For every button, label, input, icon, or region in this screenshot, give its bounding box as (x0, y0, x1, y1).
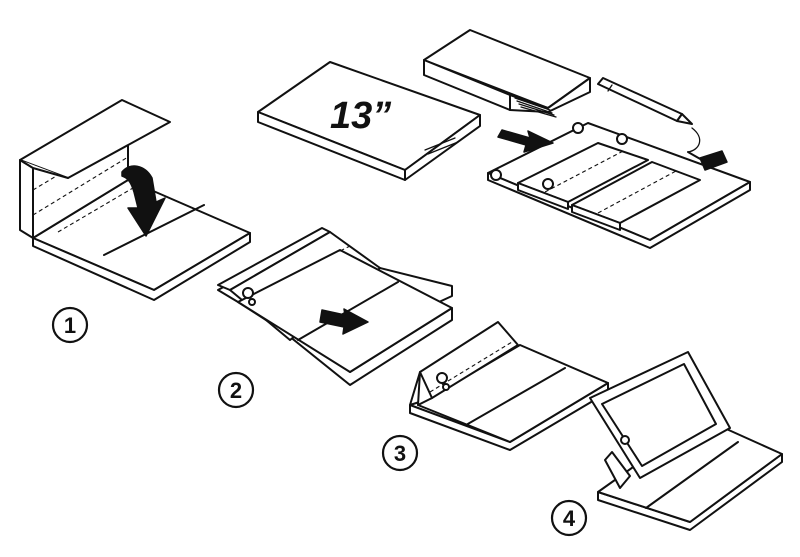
laptop: 13” (257, 61, 481, 181)
step-1-illustration (19, 99, 251, 301)
magnet-hole-icon (616, 133, 628, 145)
laptop-size-label: 13” (330, 95, 391, 137)
step-number: 3 (394, 441, 406, 466)
arrow-right-icon (497, 129, 554, 153)
strap-knob (699, 150, 728, 171)
step-number: 4 (563, 506, 576, 531)
step-3-illustration (409, 321, 609, 451)
step-badge-1: 1 (51, 306, 89, 344)
step-badge-2: 2 (217, 371, 255, 409)
step-number: 1 (64, 313, 76, 338)
home-button-icon (620, 435, 630, 445)
step-4-illustration (589, 351, 783, 531)
magnet-hole-icon (542, 178, 554, 190)
magnet-icon (436, 372, 450, 391)
book (423, 29, 591, 118)
arrow-right-icon (319, 308, 369, 335)
step-badge-3: 3 (381, 434, 419, 472)
stylus (597, 77, 693, 125)
magnet-hole-icon (572, 122, 584, 134)
magnet-hole-icon (490, 169, 502, 181)
flat-case-sheet (487, 122, 751, 249)
magnet-icon (242, 287, 256, 306)
step-badge-4: 4 (550, 499, 588, 537)
step-2-illustration (217, 227, 453, 386)
curved-arrow-down-icon (121, 165, 166, 237)
step-number: 2 (230, 378, 242, 403)
